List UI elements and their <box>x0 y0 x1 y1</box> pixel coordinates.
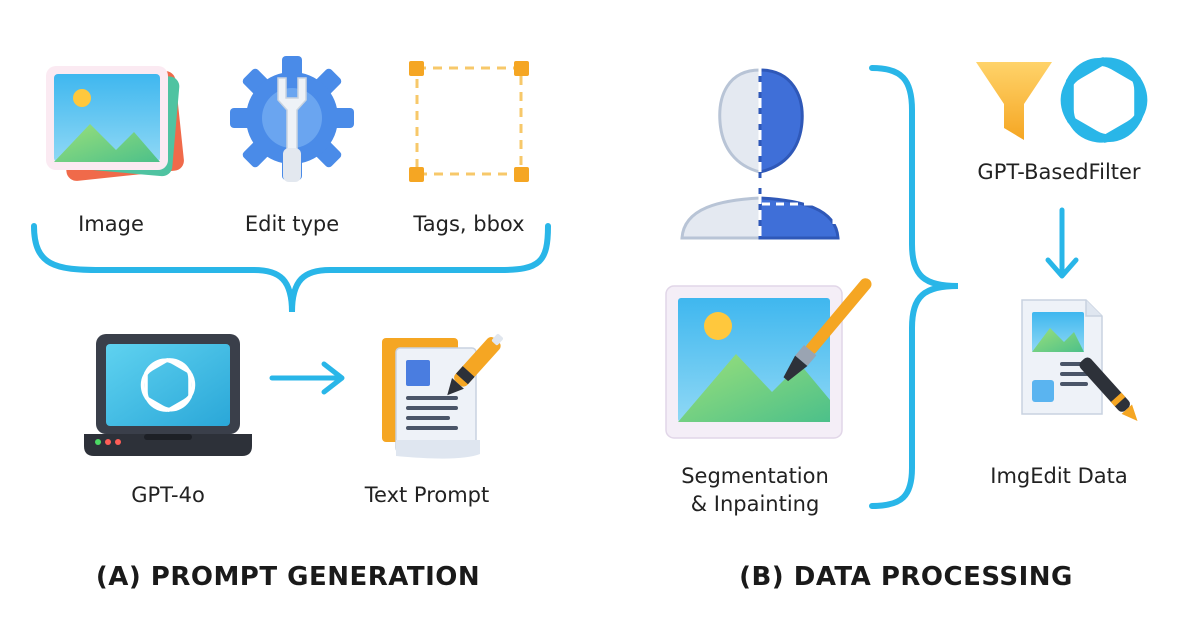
document-pen-icon <box>382 333 503 459</box>
brace-a <box>31 223 551 313</box>
section-a-title: (A) PROMPT GENERATION <box>95 562 481 592</box>
imgedit-data-label: ImgEdit Data <box>990 464 1128 488</box>
gpt4o-label: GPT-4o <box>131 483 205 507</box>
edited-document-icon <box>1021 299 1138 422</box>
section-b-title: (B) DATA PROCESSING <box>739 562 1073 592</box>
image-label: Image <box>78 212 144 236</box>
gpt-filter-label: GPT-BasedFilter <box>977 160 1141 184</box>
gear-wrench-icon <box>230 56 354 182</box>
edit-type-label: Edit type <box>244 212 340 236</box>
text-prompt-label: Text Prompt <box>364 483 490 507</box>
image-paintbrush-icon <box>665 278 872 439</box>
person-segmentation-icon <box>680 66 840 240</box>
brace-b <box>869 65 959 509</box>
openai-logo-icon <box>1053 51 1154 149</box>
arrow-right <box>269 361 345 395</box>
bounding-box-icon <box>409 61 529 182</box>
arrow-down <box>1045 207 1079 279</box>
funnel-icon <box>976 62 1052 140</box>
segmentation-label-line2: & Inpainting <box>690 492 820 516</box>
tags-bbox-label: Tags, bbox <box>413 212 525 236</box>
segmentation-label: Segmentation & Inpainting <box>681 462 829 518</box>
laptop-openai-icon <box>84 334 252 456</box>
image-stack-icon <box>46 66 184 181</box>
segmentation-label-line1: Segmentation <box>681 464 829 488</box>
